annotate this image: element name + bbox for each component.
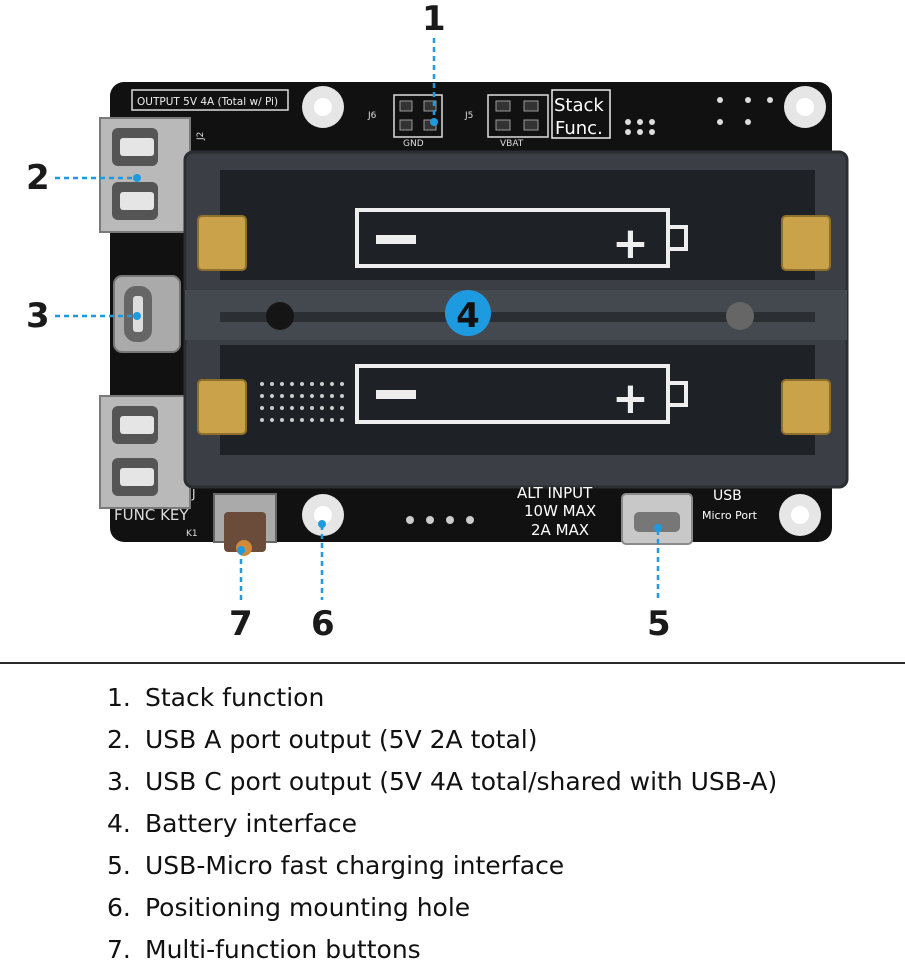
- divider-hole-left: [266, 302, 294, 330]
- output-label-box: [131, 89, 289, 111]
- board-illustration: OUTPUT 5V 4A (Total w/ Pi) J6 GND J5 VBA…: [55, 38, 849, 600]
- battery-plus-top: +: [612, 218, 649, 269]
- battery-minus-top: [376, 235, 416, 244]
- j6-pin-2: [423, 100, 437, 112]
- legend-item-text: Battery interface: [145, 809, 357, 838]
- mounting-hole-bottom-left-center: [314, 506, 332, 524]
- legend-item-2: 2. USB A port output (5V 2A total): [107, 720, 777, 762]
- vbat-label: VBAT: [500, 139, 524, 149]
- legend-item-number: 3.: [107, 767, 131, 796]
- alt-input-1: ALT INPUT: [517, 484, 593, 502]
- j5-label: J5: [464, 111, 473, 121]
- divider-hole-right: [726, 302, 754, 330]
- legend-item-text: Stack function: [145, 683, 325, 712]
- usb-a-port-top-tongue-2: [120, 192, 154, 210]
- micro-port-label: Micro Port: [702, 509, 758, 522]
- callout-4: 4: [456, 296, 480, 336]
- section-divider: [0, 662, 905, 664]
- pad-field-bottom-left: [260, 382, 344, 422]
- j6-pin-1: [399, 100, 413, 112]
- callout-end-dots: [133, 118, 662, 554]
- pad-row-bottom: [406, 516, 474, 524]
- callout-3: 3: [26, 296, 50, 336]
- callout-lines: [55, 38, 660, 600]
- legend-item-number: 4.: [107, 809, 131, 838]
- func-key-label: FUNC KEY: [114, 506, 189, 524]
- stack-label-1: Stack: [554, 95, 604, 116]
- callout-badge-4: [445, 290, 491, 336]
- battery-plus-bottom: +: [612, 373, 649, 424]
- j-label: J: [191, 487, 196, 501]
- callout-2: 2: [26, 158, 50, 198]
- mounting-hole-top-right-center: [796, 98, 814, 116]
- feature-legend: 1. Stack function 2. USB A port output (5V…: [107, 678, 777, 972]
- callout-6: 6: [311, 604, 335, 644]
- alt-input-3: 2A MAX: [531, 521, 589, 539]
- contact-bottom-right: [781, 379, 831, 435]
- j5-pin-3: [495, 119, 511, 131]
- legend-item-number: 2.: [107, 725, 131, 754]
- legend-item-4: 4. Battery interface: [107, 804, 777, 846]
- legend-item-1: 1. Stack function: [107, 678, 777, 720]
- usb-label: USB: [713, 488, 742, 504]
- j2-label: J2: [196, 132, 206, 141]
- callout-5: 5: [647, 604, 671, 644]
- usb-a-port-bottom-tongue-1: [120, 416, 154, 434]
- legend-item-text: USB A port output (5V 2A total): [145, 725, 538, 754]
- legend-item-5: 5. USB-Micro fast charging interface: [107, 846, 777, 888]
- contact-top-right: [781, 215, 831, 271]
- func-key-actuator: [224, 512, 266, 552]
- contact-bottom-left: [197, 379, 247, 435]
- legend-item-7: 7. Multi-function buttons: [107, 930, 777, 972]
- j6-label: J6: [367, 111, 377, 121]
- battery-outline-top-cap: [666, 225, 688, 251]
- board-diagram: OUTPUT 5V 4A (Total w/ Pi) J6 GND J5 VBA…: [26, 0, 849, 644]
- legend-item-number: 5.: [107, 851, 131, 880]
- alt-input-2: 10W MAX: [524, 502, 596, 520]
- battery-minus-bottom: [376, 390, 416, 399]
- stack-label-2: Func.: [555, 118, 603, 139]
- output-label: OUTPUT 5V 4A (Total w/ Pi): [137, 96, 278, 108]
- mounting-hole-bottom-right-center: [791, 506, 809, 524]
- j5-pin-2: [523, 100, 539, 112]
- legend-item-number: 1.: [107, 683, 131, 712]
- usb-a-port-top-tongue-1: [120, 138, 154, 156]
- legend-item-6: 6. Positioning mounting hole: [107, 888, 777, 930]
- callout-7: 7: [229, 604, 253, 644]
- callout-1: 1: [422, 0, 446, 39]
- legend-item-text: USB-Micro fast charging interface: [145, 851, 565, 880]
- pad-grid-top: [625, 97, 773, 135]
- j5-header: [487, 94, 549, 138]
- usb-a-port-bottom-tongue-2: [120, 468, 154, 486]
- stack-func-box: [551, 89, 611, 139]
- legend-item-3: 3. USB C port output (5V 4A total/shared …: [107, 762, 777, 804]
- legend-item-text: USB C port output (5V 4A total/shared wi…: [145, 767, 778, 796]
- mounting-hole-top-left-center: [314, 98, 332, 116]
- battery-divider-groove: [220, 312, 815, 322]
- j5-pin-4: [523, 119, 539, 131]
- legend-item-number: 6.: [107, 893, 131, 922]
- battery-slot-top: [220, 170, 815, 280]
- battery-slot-bottom: [220, 345, 815, 455]
- legend-item-text: Positioning mounting hole: [145, 893, 471, 922]
- contact-top-left: [197, 215, 247, 271]
- gnd-label: GND: [403, 139, 424, 149]
- j6-pin-3: [399, 119, 413, 131]
- battery-outline-bottom-cap: [666, 381, 688, 407]
- legend-item-number: 7.: [107, 935, 131, 964]
- j6-header: [393, 94, 443, 138]
- micro-usb-port-opening: [634, 512, 680, 532]
- j5-pin-1: [495, 100, 511, 112]
- legend-item-text: Multi-function buttons: [145, 935, 421, 964]
- k1-label: K1: [186, 529, 198, 539]
